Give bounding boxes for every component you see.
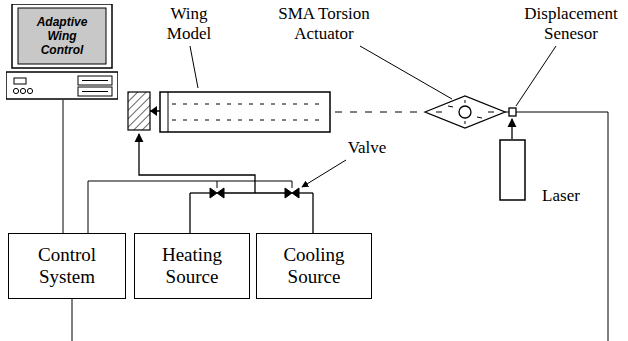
pipe: [299, 192, 313, 193]
leader-line: [516, 46, 556, 106]
pipe: [190, 192, 210, 193]
displacement-sensor: [509, 108, 516, 116]
computer-part: [78, 76, 112, 85]
computer-part: [20, 88, 25, 93]
part-label: SMA Torsion Actuator: [268, 4, 380, 44]
axis-line: [335, 112, 423, 113]
actuator-hub: [459, 106, 471, 118]
computer-part: [14, 78, 26, 84]
control-wire: [217, 181, 292, 188]
laser-box: [500, 140, 525, 200]
connector-line: [63, 100, 64, 233]
actuator-mark: [488, 112, 494, 113]
source-box: Heating Source: [134, 233, 250, 299]
actuator-mark: [465, 121, 466, 124]
source-box: Cooling Source: [256, 233, 372, 299]
computer-part: [27, 88, 32, 93]
wing-rib: [168, 92, 169, 132]
computer-part: [13, 88, 18, 93]
computer-part: [12, 4, 112, 68]
pipe: [189, 193, 190, 233]
sensor-wire: [516, 112, 608, 341]
control-wire: [72, 299, 73, 341]
screen-area: Adaptive Wing Control: [18, 8, 106, 64]
screen-title: Adaptive Wing Control: [31, 15, 93, 57]
leader-line: [190, 46, 198, 88]
control-wire: [88, 181, 217, 233]
actuator-mark: [465, 100, 466, 103]
actuator-mark: [436, 112, 442, 113]
part-label: Displacement Senesor: [518, 4, 624, 44]
wing-dash: [172, 120, 326, 121]
part-label: Valve: [336, 138, 398, 158]
wing-model: [160, 92, 330, 132]
actuator-mark: [477, 117, 482, 118]
computer-part: [78, 87, 112, 96]
valve-symbol: [285, 188, 299, 198]
valve-symbol: [210, 188, 224, 198]
part-label: Laser: [530, 186, 592, 206]
box-text: Heating Source: [145, 244, 239, 288]
computer-part: [18, 8, 106, 64]
wing-mount: [128, 92, 150, 130]
leader-line: [360, 46, 452, 99]
leader-arrow: [302, 160, 346, 187]
box-text: Cooling Source: [267, 244, 361, 288]
wing-dash: [172, 104, 326, 105]
pipe: [312, 193, 313, 233]
computer-part: [82, 80, 108, 81]
computer-screen: Adaptive Wing Control: [6, 4, 118, 100]
control-box: Control System: [8, 233, 126, 299]
box-text: Control System: [19, 244, 115, 288]
part-label: Wing Model: [158, 4, 220, 44]
pipe: [139, 134, 255, 193]
actuator-diamond: [425, 96, 505, 128]
computer-part: [6, 72, 118, 99]
laser-beam: [511, 119, 512, 139]
actuator-mark: [448, 106, 453, 107]
computer-part: [82, 91, 108, 92]
shaft-pointer: [150, 106, 157, 116]
